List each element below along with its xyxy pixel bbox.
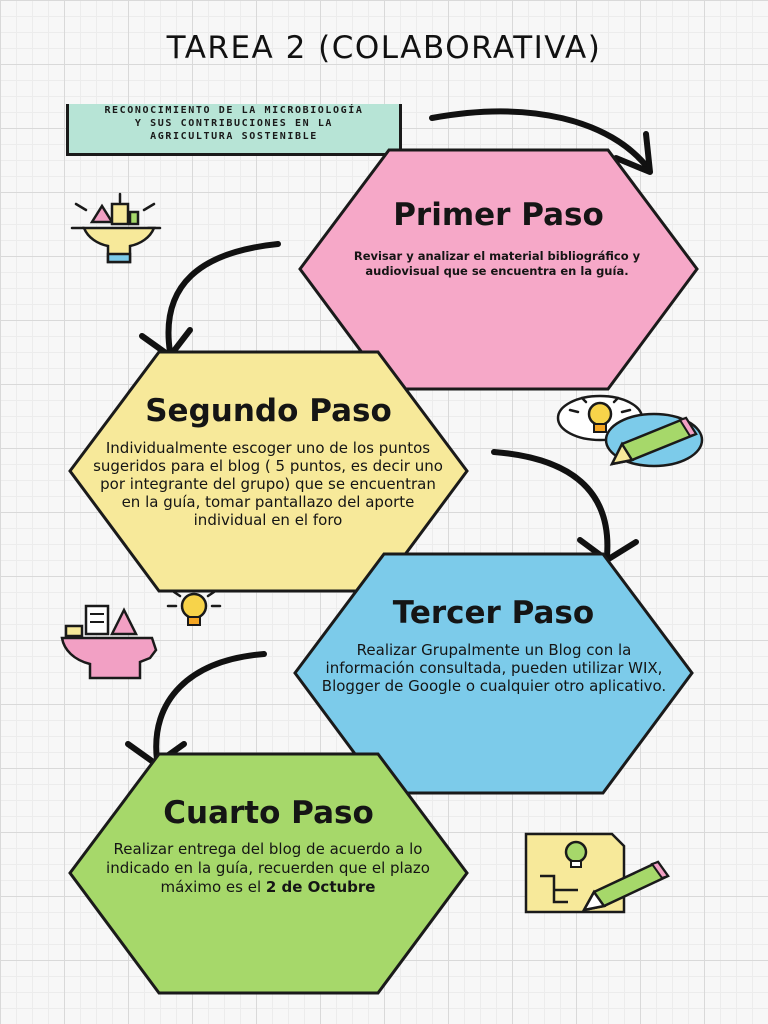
step-4-text: Realizar entrega del blog de acuerdo a l… bbox=[103, 840, 433, 897]
topic-line-3: AGRICULTURA SOSTENIBLE bbox=[150, 131, 318, 142]
topic-line-1: RECONOCIMIENTO DE LA MICROBIOLOGÍA bbox=[104, 105, 364, 116]
step-1-title: Primer Paso bbox=[393, 197, 604, 233]
idea-document-pencil-icon bbox=[524, 832, 670, 914]
step-2-title: Segundo Paso bbox=[145, 393, 392, 429]
hand-pencil-bulb-icon bbox=[60, 590, 222, 680]
step-2-segundo-paso: Segundo Paso Individualmente escoger uno… bbox=[67, 349, 470, 594]
step-4-title: Cuarto Paso bbox=[163, 795, 374, 831]
step-4-text-main: Realizar entrega del blog de acuerdo a l… bbox=[106, 840, 430, 896]
lightbulb-pencil-icon bbox=[556, 394, 704, 468]
topic-line-2: Y SUS CONTRIBUCIONES EN LA bbox=[134, 118, 334, 129]
topic-box: RECONOCIMIENTO DE LA MICROBIOLOGÍA Y SUS… bbox=[66, 104, 402, 156]
page-title: TAREA 2 (COLABORATIVA) bbox=[166, 30, 602, 66]
idea-hand-icon bbox=[70, 192, 162, 264]
step-3-text: Realizar Grupalmente un Blog con la info… bbox=[321, 641, 667, 695]
step-4-deadline: 2 de Octubre bbox=[265, 878, 376, 896]
step-2-text: Individualmente escoger uno de los punto… bbox=[93, 439, 443, 529]
step-4-cuarto-paso: Cuarto Paso Realizar entrega del blog de… bbox=[67, 751, 470, 996]
step-2-hexagon bbox=[68, 350, 469, 593]
step-3-tercer-paso: Tercer Paso Realizar Grupalmente un Blog… bbox=[292, 551, 695, 796]
step-4-hexagon bbox=[68, 752, 469, 995]
step-3-title: Tercer Paso bbox=[392, 595, 595, 631]
step-1-text: Revisar y analizar el material bibliográ… bbox=[353, 249, 641, 278]
